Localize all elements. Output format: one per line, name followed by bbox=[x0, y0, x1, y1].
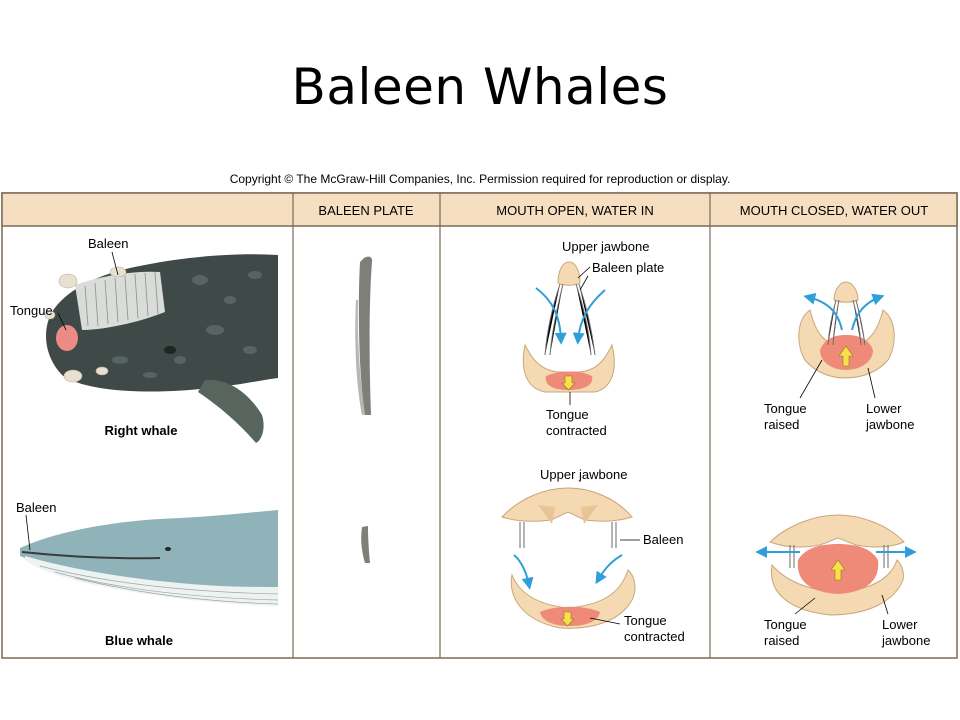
closed-right-jawbone-label: jawbone bbox=[865, 417, 914, 432]
open-blue-upper-jawbone-label: Upper jawbone bbox=[540, 467, 627, 482]
column-header-mouth-open: MOUTH OPEN, WATER IN bbox=[496, 203, 653, 218]
open-blue-baleen-label: Baleen bbox=[643, 532, 683, 547]
open-right-upper-jawbone-label: Upper jawbone bbox=[562, 239, 649, 254]
open-right-baleen-plate-label: Baleen plate bbox=[592, 260, 664, 275]
column-header-baleen-plate: BALEEN PLATE bbox=[318, 203, 413, 218]
slide-title: Baleen Whales bbox=[291, 58, 669, 116]
closed-mouth-right-diagram bbox=[798, 281, 895, 379]
table-header-row bbox=[1, 192, 958, 227]
closed-blue-jawbone-label: jawbone bbox=[881, 633, 930, 648]
blue-whale-illustration bbox=[20, 510, 279, 606]
open-right-tongue-label: Tongue bbox=[546, 407, 589, 422]
right-whale-baleen-plate bbox=[355, 256, 373, 415]
open-mouth-right-diagram bbox=[522, 261, 615, 393]
open-mouth-blue-diagram bbox=[501, 487, 636, 629]
closed-blue-tongue-state: raised bbox=[764, 633, 799, 648]
right-whale-illustration bbox=[44, 254, 279, 443]
closed-right-tongue-state: raised bbox=[764, 417, 799, 432]
right-whale-tongue bbox=[56, 325, 78, 351]
closed-right-tongue-label: Tongue bbox=[764, 401, 807, 416]
blue-whale-baleen-plate bbox=[361, 526, 370, 563]
column-header-mouth-closed: MOUTH CLOSED, WATER OUT bbox=[740, 203, 929, 218]
open-blue-tongue-label: Tongue bbox=[624, 613, 667, 628]
closed-blue-lower-label: Lower bbox=[882, 617, 918, 632]
right-whale-baleen-label: Baleen bbox=[88, 236, 128, 251]
right-whale-tongue-label: Tongue bbox=[10, 303, 53, 318]
copyright-notice: Copyright © The McGraw-Hill Companies, I… bbox=[229, 172, 731, 186]
right-whale-name: Right whale bbox=[105, 423, 178, 438]
closed-right-lower-label: Lower bbox=[866, 401, 902, 416]
open-right-tongue-state: contracted bbox=[546, 423, 607, 438]
blue-whale-baleen-label: Baleen bbox=[16, 500, 56, 515]
open-blue-tongue-state: contracted bbox=[624, 629, 685, 644]
closed-blue-tongue-label: Tongue bbox=[764, 617, 807, 632]
blue-whale-name: Blue whale bbox=[105, 633, 173, 648]
closed-mouth-blue-diagram bbox=[755, 514, 917, 616]
